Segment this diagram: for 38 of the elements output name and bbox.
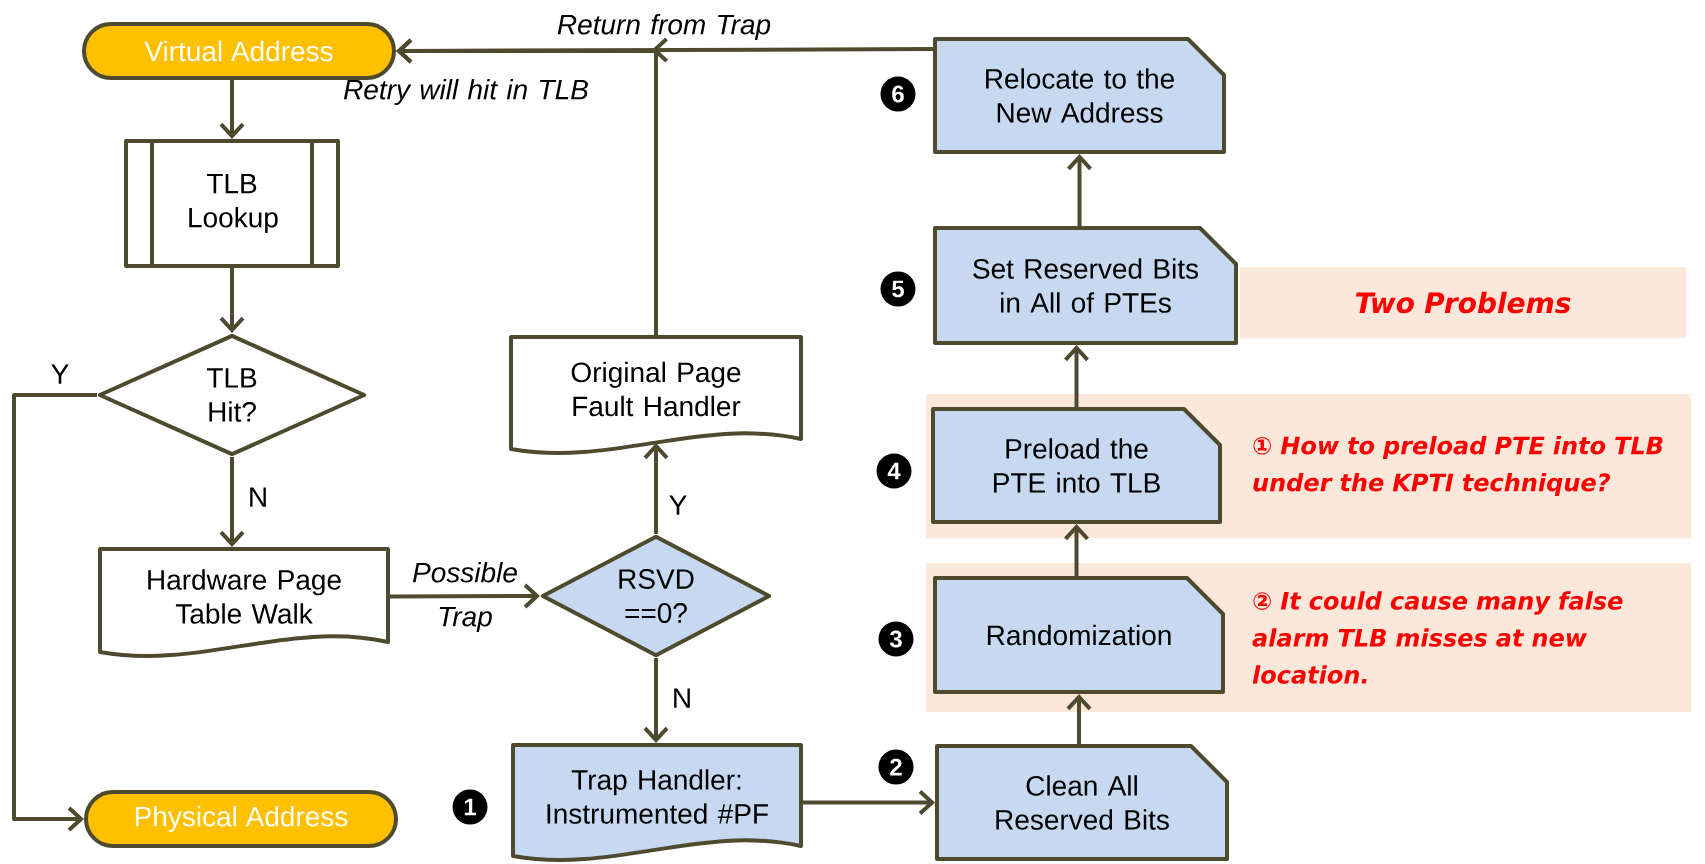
step-box: Relocate to the New Address — [933, 37, 1226, 154]
arrow — [219, 268, 245, 333]
subroutine-box: TLB Lookup — [124, 139, 340, 268]
step-number: 1 — [452, 789, 488, 825]
step-box: Preload the PTE into TLB — [931, 407, 1222, 524]
arrow — [1064, 524, 1089, 576]
arrow — [396, 38, 658, 335]
arrow — [390, 583, 540, 609]
edge-label: Possible Trap — [412, 561, 517, 633]
arrow — [643, 658, 669, 743]
arrow — [803, 790, 935, 815]
arrow — [12, 393, 97, 832]
document-box: Trap Handler: Instrumented #PF — [511, 743, 803, 862]
step-number: 5 — [880, 271, 916, 307]
document-box: Hardware Page Table Walk — [98, 547, 390, 658]
edge-label: Y — [669, 495, 687, 515]
problem-band: Two Problems — [1240, 267, 1686, 338]
arrow — [1064, 345, 1089, 407]
step-box: Clean All Reserved Bits — [935, 744, 1229, 861]
document-box: Original Page Fault Handler — [509, 335, 803, 455]
arrow — [1066, 694, 1092, 744]
step-number: 2 — [878, 749, 914, 785]
step-box: Set Reserved Bits in All of PTEs — [933, 226, 1238, 345]
step-box: Randomization — [933, 576, 1225, 694]
edge-label: Retry will hit in TLB — [343, 78, 588, 106]
step-number: 3 — [878, 621, 914, 657]
arrow — [219, 80, 245, 139]
terminal-pill: Physical Address — [84, 790, 398, 848]
edge-label: N — [674, 688, 690, 708]
edge-label: Y — [51, 364, 69, 384]
terminal-pill: Virtual Address — [82, 22, 396, 80]
arrow — [1067, 154, 1092, 226]
step-number: 4 — [876, 453, 912, 489]
step-number: 6 — [880, 76, 916, 112]
arrow — [643, 443, 669, 534]
edge-label: N — [250, 487, 266, 507]
arrow — [219, 457, 245, 547]
edge-label: Return from Trap — [557, 13, 771, 41]
